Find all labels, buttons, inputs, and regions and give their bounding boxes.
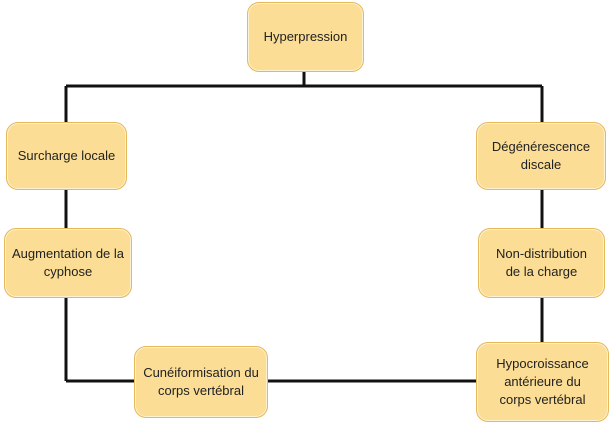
node-hyperpression: Hyperpression (247, 2, 364, 72)
node-cuneiformisation-label: Cunéiformisation du corps vertébral (143, 365, 259, 398)
node-degenerescence-label: Dégénérescence discale (491, 139, 591, 172)
node-surcharge-locale: Surcharge locale (6, 122, 127, 190)
node-non-distribution: Non-distribution de la charge (478, 228, 605, 298)
node-hypocroissance-label: Hypocroissance antérieure du corps verté… (496, 356, 589, 407)
node-degenerescence: Dégénérescence discale (476, 122, 606, 190)
node-augmentation-cyphose: Augmentation de la cyphose (4, 228, 132, 298)
node-augmentation-cyphose-label: Augmentation de la cyphose (11, 246, 125, 279)
node-surcharge-locale-label: Surcharge locale (17, 148, 116, 163)
node-cuneiformisation: Cunéiformisation du corps vertébral (134, 346, 268, 418)
node-hypocroissance: Hypocroissance antérieure du corps verté… (476, 342, 609, 422)
node-hyperpression-label: Hyperpression (263, 29, 348, 44)
node-non-distribution-label: Non-distribution de la charge (495, 246, 588, 279)
